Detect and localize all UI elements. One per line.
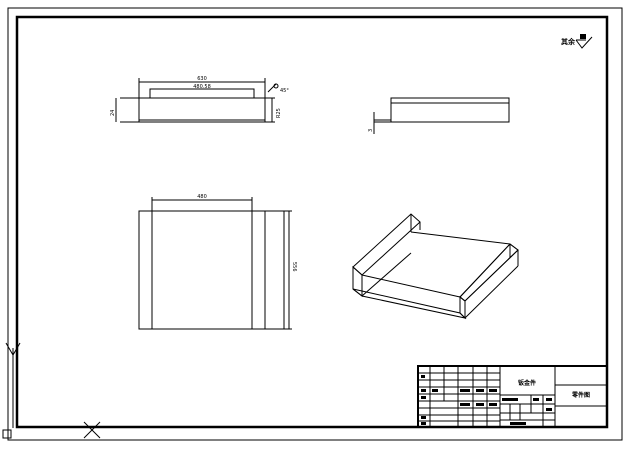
isometric-view (352, 213, 519, 320)
front-dim-inner-width: 480.58 (193, 84, 211, 90)
front-dim-angle: 45° (280, 88, 289, 94)
front-dim-height: 24 (110, 110, 116, 116)
front-dim-flange: R25 (276, 108, 282, 118)
title-block (417, 365, 608, 428)
surface-finish-label: 其余 (561, 37, 576, 46)
crosshair-cursor-icon (83, 421, 101, 439)
title-block-drawing-title: 零件图 (571, 391, 590, 399)
side-dim-thickness: 3 (368, 129, 374, 132)
top-dim-depth: 556 (291, 262, 297, 272)
sheet-border (7, 7, 623, 441)
front-view (115, 78, 279, 123)
ucs-icon (2, 342, 21, 439)
title-block-fill-marks (421, 375, 552, 425)
top-view (138, 197, 292, 330)
top-dim-width: 480 (197, 194, 207, 200)
side-view (373, 97, 510, 134)
surface-finish-mark: 其余 (561, 34, 593, 49)
title-block-part-name: 钣金件 (518, 379, 536, 387)
front-dim-outer-width: 630 (197, 76, 207, 82)
